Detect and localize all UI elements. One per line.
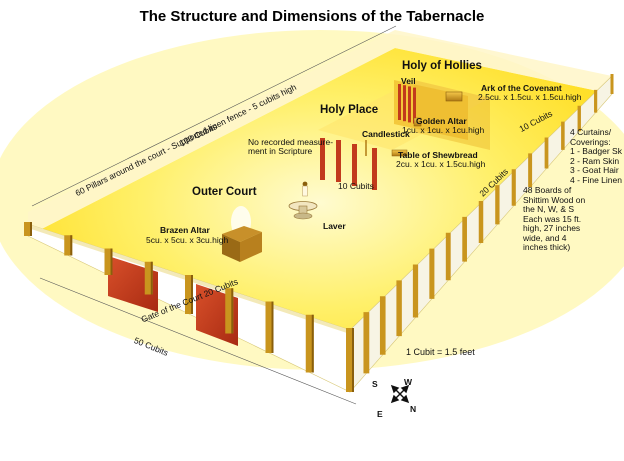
boards-line: Shittim Wood on — [523, 194, 586, 205]
label-brazen-altar-dims: 5cu. x 5cu. x 3cu.high — [146, 235, 229, 245]
boards-line: high, 27 inches — [523, 223, 581, 233]
fence-pillar-shadow — [352, 328, 354, 392]
fence-pillar — [462, 216, 467, 262]
back-left-fence — [28, 30, 395, 236]
fence-pillar — [346, 328, 354, 392]
label-table-dims: 2cu. x 1cu. x 1.5cu.high — [396, 159, 486, 169]
label-no-record-line2: ment in Scripture — [248, 146, 313, 156]
fence-pillar — [144, 261, 153, 295]
ark-of-the-covenant — [445, 91, 463, 102]
label-cubit-note: 1 Cubit = 1.5 feet — [406, 347, 475, 357]
coverings-line: 4 - Fine Linen — [570, 174, 622, 185]
coverings-line: 2 - Ram Skin — [570, 155, 620, 166]
holy-place-posts — [320, 138, 377, 190]
fence-pillar — [363, 312, 370, 374]
fence-pillar — [225, 288, 234, 334]
holy-place-post — [352, 144, 357, 186]
fence-pillar-shadow — [231, 288, 234, 334]
fence-pillar — [64, 235, 73, 256]
boards-line: 48 Boards of — [523, 185, 572, 195]
fence-pillar — [396, 280, 402, 337]
label-holy-of-holies: Holy of Hollies — [402, 60, 482, 72]
label-ark-dims: 2.5cu. x 1.5cu. x 1.5cu.high — [478, 92, 582, 102]
tent-side-wall — [414, 80, 490, 150]
veil-post — [413, 87, 416, 124]
fence-pillar — [104, 248, 113, 275]
fence-pillar — [577, 105, 581, 132]
side-pillars — [363, 74, 614, 374]
fence-pillar — [265, 301, 274, 353]
fence-pillar — [561, 121, 565, 150]
veil-post — [398, 84, 401, 120]
label-brazen-altar-name: Brazen Altar — [160, 225, 210, 235]
coverings-line: Coverings: — [570, 136, 611, 147]
label-golden-altar-dims: 1cu. x 1cu. x 1cu.high — [402, 125, 485, 135]
veil-posts — [398, 84, 416, 124]
brazen-altar — [222, 206, 262, 262]
label-laver: Laver — [323, 221, 346, 231]
label-table-name: Table of Shewbread — [398, 150, 478, 160]
boards-line: Each was 15 ft. — [523, 213, 582, 224]
fence-pillar — [305, 314, 314, 373]
fence-pillar — [495, 185, 500, 225]
front-pillars — [24, 222, 354, 392]
label-outer-court: Outer Court — [192, 186, 257, 198]
compass-e-label: E — [377, 409, 383, 419]
dim-line-50-cubits — [39, 277, 357, 405]
fence-pillar — [594, 89, 598, 113]
coverings-line: 3 - Goat Hair — [570, 165, 619, 175]
fence-pillar-shadow — [271, 301, 274, 353]
veil-post — [403, 85, 406, 122]
priest-figure — [302, 181, 308, 197]
fence-pillar-shadow — [191, 275, 193, 314]
label-candlestick: Candlestick — [362, 129, 410, 139]
label-veil: Veil — [401, 76, 416, 86]
fence-pillar — [544, 137, 549, 169]
golden-altar — [413, 117, 422, 127]
compass-n-label: N — [410, 404, 417, 414]
fence-pillar — [24, 222, 32, 236]
compass-s-label: S — [372, 379, 378, 389]
label-ark-name: Ark of the Covenant — [481, 83, 562, 93]
coverings-line: 1 - Badger Sk — [570, 146, 622, 156]
holy-place-post — [320, 138, 325, 180]
fence-pillar — [379, 296, 386, 355]
dim-line-100-cubits — [31, 25, 397, 207]
holy-place-post — [336, 140, 341, 182]
fence-pillar — [511, 169, 516, 206]
laver — [288, 201, 318, 220]
fence-pillar — [429, 248, 435, 299]
boards-line: the N, W, & S — [523, 204, 575, 214]
fence-pillar — [185, 275, 193, 314]
label-10-cubits-front: 10 Cubits — [338, 181, 374, 191]
diagram-title: The Structure and Dimensions of the Tabe… — [139, 8, 485, 25]
compass-w-label: W — [404, 377, 413, 387]
fence-pillar-shadow — [110, 248, 113, 275]
fence-pillar — [528, 153, 533, 188]
label-no-record-line1: No recorded measure- — [248, 137, 334, 147]
coverings-line: 4 Curtains/ — [570, 127, 612, 137]
table-of-shewbread — [391, 149, 408, 157]
fence-pillar-shadow — [30, 222, 32, 236]
label-golden-altar-name: Golden Altar — [416, 116, 467, 126]
fence-pillar — [445, 232, 451, 281]
fence-pillar — [610, 74, 614, 94]
boards-line: wide, and 4 — [523, 232, 567, 243]
veil-post — [408, 86, 411, 123]
tabernacle-tent — [318, 80, 490, 190]
boards-line: inches thick) — [523, 242, 571, 252]
fence-pillar-shadow — [150, 261, 153, 295]
fence-pillar-shadow — [70, 235, 73, 256]
back-right-fence — [395, 30, 612, 94]
label-holy-place: Holy Place — [320, 104, 379, 116]
compass-rose — [390, 384, 410, 404]
fence-pillar — [478, 201, 484, 243]
holy-place-post — [372, 148, 377, 190]
fence-pillar — [412, 264, 419, 318]
fence-pillar-shadow — [311, 314, 314, 373]
